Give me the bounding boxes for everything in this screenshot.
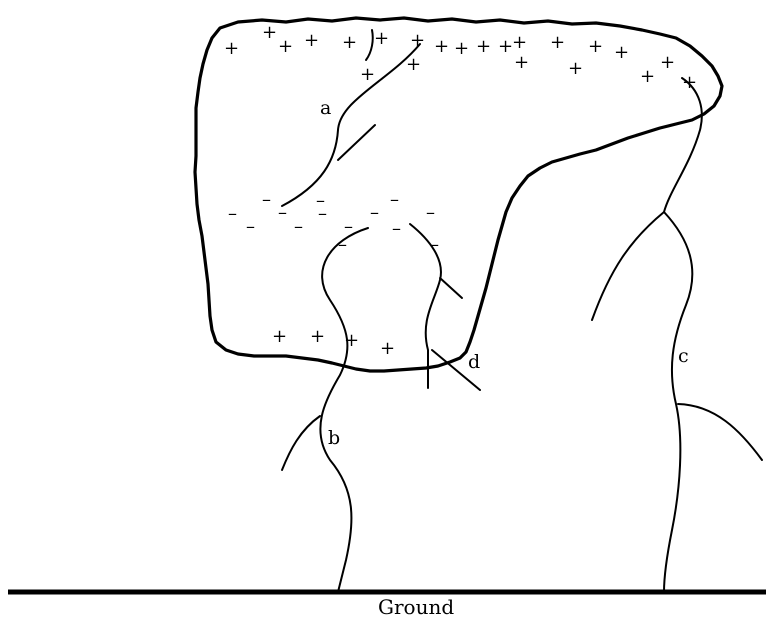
positive-charge: + [310, 326, 325, 347]
positive-charge: + [588, 36, 603, 57]
positive-charge: + [476, 36, 491, 57]
positive-charge: + [550, 32, 565, 53]
positive-charge: + [514, 52, 529, 73]
positive-charge: + [410, 30, 425, 51]
ground-label: Ground [378, 595, 454, 619]
positive-charge: + [344, 330, 359, 351]
positive-charge: + [512, 32, 527, 53]
positive-charge: + [304, 30, 319, 51]
negative-charge: – [370, 202, 379, 223]
positive-charge: + [614, 42, 629, 63]
positive-charge: + [660, 52, 675, 73]
negative-charge: – [338, 234, 347, 255]
discharge-a-side-branch [338, 125, 375, 160]
positive-charge: + [406, 54, 421, 75]
negative-charge: – [278, 202, 287, 223]
discharge-a-top-branch [366, 30, 373, 60]
discharge-c-left-branch [592, 212, 664, 320]
positive-charge: + [342, 32, 357, 53]
negative-charge: – [392, 218, 401, 239]
positive-charge: + [434, 36, 449, 57]
discharge-c-main [664, 78, 702, 592]
negative-charge: – [430, 234, 439, 255]
positive-charges-upper: + + + + + + + + + + + + + + + + + + + + … [224, 22, 697, 93]
negative-charge: – [262, 189, 271, 210]
discharge-d-branch-upper [440, 278, 462, 298]
positive-charge: + [640, 66, 655, 87]
label-b: b [328, 427, 340, 449]
positive-charge: + [262, 22, 277, 43]
positive-charge: + [454, 38, 469, 59]
discharge-a-main [282, 44, 420, 206]
label-c: c [678, 345, 689, 367]
discharge-c-right-branch [678, 404, 762, 460]
negative-charge: – [390, 189, 399, 210]
positive-charge: + [374, 28, 389, 49]
positive-charge: + [380, 338, 395, 359]
negative-charge: – [294, 216, 303, 237]
positive-charge: + [682, 72, 697, 93]
positive-charge: + [278, 36, 293, 57]
positive-charge: + [568, 58, 583, 79]
label-a: a [320, 97, 331, 119]
positive-charge: + [498, 36, 513, 57]
discharge-b-main [320, 228, 368, 592]
positive-charge: + [272, 326, 287, 347]
positive-charges-lower: + + + + [272, 326, 395, 359]
negative-charge: – [318, 203, 327, 224]
negative-charge: – [426, 202, 435, 223]
label-d: d [468, 351, 480, 373]
negative-charge: – [246, 216, 255, 237]
negative-charge: – [228, 203, 237, 224]
discharge-b-branch [282, 416, 320, 470]
positive-charge: + [360, 64, 375, 85]
negative-charges-middle: – – – – – – – – – – – – – – [228, 189, 439, 255]
positive-charge: + [224, 38, 239, 59]
